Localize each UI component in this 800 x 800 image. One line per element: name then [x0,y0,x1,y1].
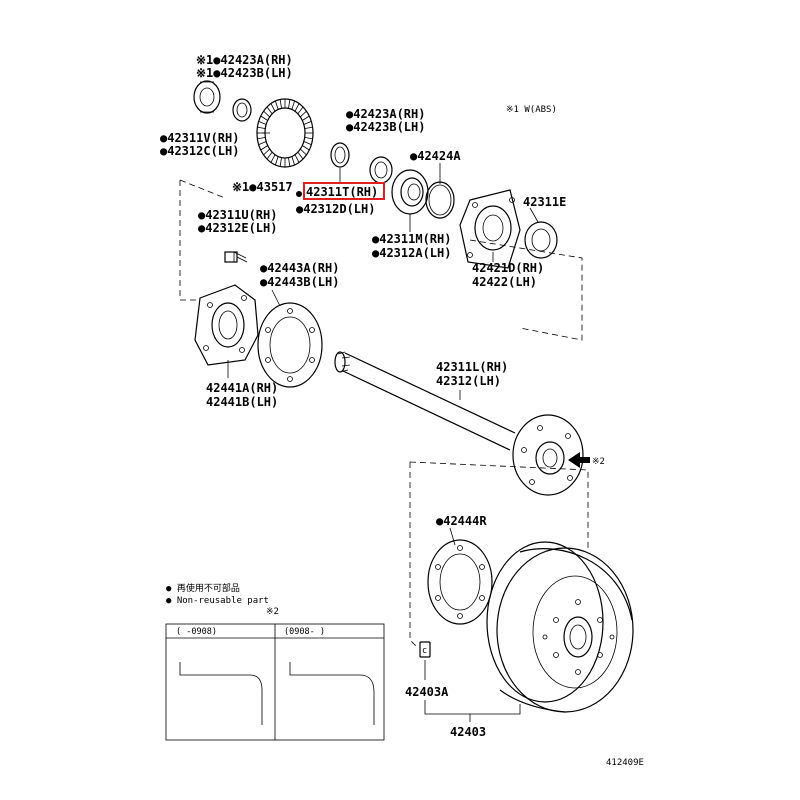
rotor-tooth [291,100,295,110]
leader-lines [227,132,539,722]
rotor-tooth [257,126,266,130]
plug-glyph: c [422,646,427,656]
rotor-tooth [257,136,266,140]
table-marker: ※2 [266,607,279,617]
label-retainer-bullet [296,191,302,197]
rotor-tooth [263,110,270,118]
label-seal-mid-rh: ●42423A(RH) [346,107,425,121]
legend-jp: ● 再使用不可部品 [166,582,240,594]
rotor-tooth [302,145,310,151]
rotor-tooth [279,157,282,167]
bearing-ring-mid [369,156,393,184]
oil-seal-top [193,80,221,114]
label-shaft-lh: 42312(LH) [436,374,501,388]
bearing-outer [524,221,558,259]
rotor-tooth [294,103,300,112]
label-plate-rh: 42441A(RH) [206,381,278,395]
label-ref2: ※2 [592,457,605,467]
reference-table: ※2 ( -0908) (0908- ) [165,607,385,741]
part-labels: ※1●42423A(RH) ※1●42423B(LH) ●42311V(RH) … [160,53,644,768]
highlight-box [303,182,385,200]
rotor-tooth [260,115,268,121]
rotor-tooth [279,99,282,109]
label-abs-note: ※1 W(ABS) [506,105,557,115]
label-bolt-rh: ●42311U(RH) [198,208,277,222]
label-plate-lh: 42441B(LH) [206,395,278,409]
label-oil-seal-lh: ※1●42423B(LH) [196,66,293,80]
bearing-case [459,189,521,269]
rotor-tooth [303,141,312,145]
gasket [257,302,323,388]
rotor-tooth [266,106,273,115]
seal-ring-mid [330,142,350,168]
label-snap-ring: ●42424A [410,149,461,163]
abs-rotor [256,98,314,168]
label-bolt-lh: ●42312E(LH) [198,221,277,235]
arrow-ref2 [568,452,590,468]
table-col1: ( -0908) [176,627,217,637]
assembly-guide-lines [179,179,589,647]
rotor-tooth [275,100,279,110]
rotor-tooth [300,148,307,156]
label-bearing-lower-lh: ●42312C(LH) [160,144,239,158]
label-case-rh: 42421D(RH) [472,261,544,275]
rotor-tooth [270,154,276,163]
rotor-tooth [297,151,304,160]
drum-plug: c [419,641,431,658]
rotor-tooth [266,151,273,160]
rotor-tooth [270,103,276,112]
snap-ring [425,181,455,219]
rotor-tooth [260,145,268,151]
bearing-ring-top [232,98,252,122]
profile-old [179,662,263,725]
brake-drum [486,541,634,713]
rotor-tooth [304,136,313,140]
label-retainer-lh: ●42312D(LH) [296,202,375,216]
label-bearing-e: 42311E [523,195,566,209]
rotor-tooth [258,121,267,125]
rotor-tooth [300,110,307,118]
label-plug: 42403A [405,685,449,699]
rotor-tooth [297,106,304,115]
label-oil-seal-rh: ※1●42423A(RH) [196,53,293,67]
label-abs-rotor: ※1●43517 [232,180,293,194]
rotor-tooth [288,99,291,109]
axle-shaft [334,351,584,496]
label-case-lh: 42422(LH) [472,275,537,289]
rotor-tooth [304,126,313,130]
label-bearing-m-lh: ●42312A(LH) [372,246,451,260]
table-col2: (0908- ) [284,627,325,637]
rotor-tooth [263,148,270,156]
rotor-tooth [258,141,267,145]
legend-en: ● Non-reusable part [166,596,269,606]
label-retainer-rh[interactable]: 42311T(RH) [306,185,378,199]
label-bearing-lower-rh: ●42311V(RH) [160,131,239,145]
label-gasket-lh: ●42443B(LH) [260,275,339,289]
label-bearing-m-rh: ●42311M(RH) [372,232,451,246]
diagram-id: 412409E [606,758,644,768]
hub-gasket [427,539,493,625]
profile-new [289,662,375,725]
label-gasket-r: ●42444R [436,514,487,528]
legend: ● 再使用不可部品 ● Non-reusable part [166,582,269,606]
rotor-tooth [294,154,300,163]
rotor-tooth [275,156,279,166]
label-drum: 42403 [450,725,486,739]
bearing-assembly [391,169,429,215]
hub-bolt [224,251,248,263]
backing-plate [194,284,259,366]
rotor-tooth [303,121,312,125]
rotor-tooth [302,115,310,121]
label-shaft-rh: 42311L(RH) [436,360,508,374]
label-gasket-rh: ●42443A(RH) [260,261,339,275]
rotor-tooth [288,157,291,167]
rotor-tooth [291,156,295,166]
label-seal-mid-lh: ●42423B(LH) [346,120,425,134]
